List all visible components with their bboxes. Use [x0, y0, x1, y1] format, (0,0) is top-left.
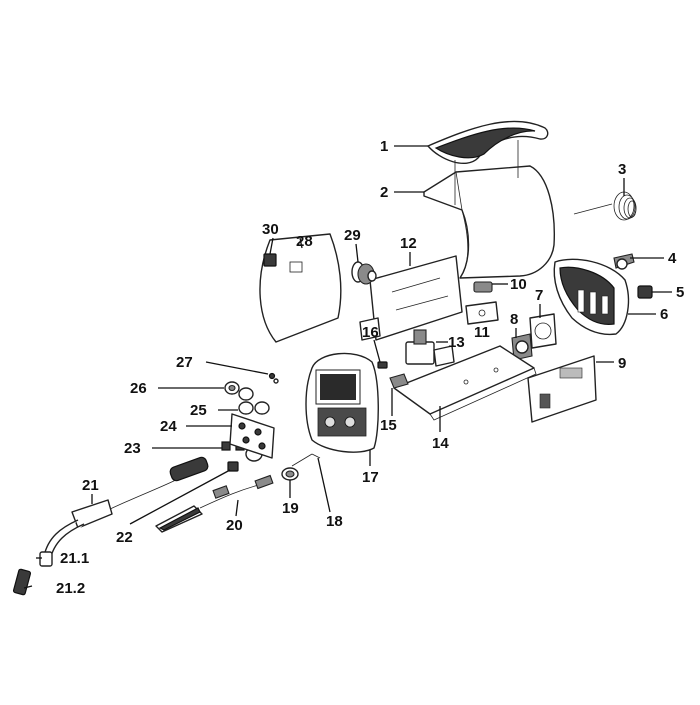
callout-3: 3	[618, 161, 626, 178]
part-screw	[377, 361, 388, 369]
callout-23: 23	[124, 440, 141, 457]
callout-19: 19	[282, 500, 299, 517]
part-gas-valve	[613, 253, 635, 270]
callout-4: 4	[668, 250, 677, 267]
part-spool-holder	[351, 261, 377, 285]
callout-26: 26	[130, 380, 147, 397]
callout-30: 30	[262, 221, 279, 238]
part-nozzle	[39, 551, 53, 567]
part-knobs-26	[224, 381, 254, 401]
callout-15: 15	[380, 417, 397, 434]
part-connector	[637, 285, 653, 299]
part-control-board	[465, 301, 499, 325]
callout-22: 22	[116, 529, 133, 546]
callout-24: 24	[160, 418, 177, 435]
part-handle	[427, 120, 549, 164]
part-side-panel	[259, 233, 342, 343]
callout-11: 11	[474, 324, 490, 341]
part-fan-gasket	[529, 313, 557, 349]
part-top-cover	[423, 140, 555, 279]
part-nut	[268, 372, 279, 384]
part-power-board	[527, 355, 597, 423]
part-gas-hose	[573, 191, 637, 221]
part-mig-torch	[43, 456, 209, 561]
callout-1: 1	[380, 138, 388, 155]
part-bracket-plate	[229, 413, 275, 459]
part-rear-panel	[553, 258, 630, 336]
callout-10: 10	[510, 276, 527, 293]
callout-5: 5	[676, 284, 684, 301]
part-latch	[263, 253, 277, 267]
part-fan	[511, 333, 533, 361]
callout-27: 27	[176, 354, 193, 371]
part-front-panel	[305, 352, 379, 453]
callout-20: 20	[226, 517, 243, 534]
part-contact-tip	[12, 568, 32, 596]
callout-13: 13	[448, 334, 465, 351]
part-base-plate	[393, 345, 537, 421]
callout-21-2: 21.2	[56, 580, 85, 597]
callout-29: 29	[344, 227, 361, 244]
callout-21: 21	[82, 477, 99, 494]
callout-12: 12	[400, 235, 417, 252]
part-main-board	[359, 255, 463, 341]
part-clip	[227, 461, 239, 472]
part-wire	[291, 453, 321, 467]
callout-2: 2	[380, 184, 388, 201]
callout-16: 16	[362, 324, 379, 341]
callout-9: 9	[618, 355, 626, 372]
callout-28: 28	[296, 233, 313, 250]
callout-17: 17	[362, 469, 379, 486]
callout-25: 25	[190, 402, 207, 419]
callout-labels: 1 2 3 4 5 6 7 8 9 10 11 12 13 14 15 16 1…	[56, 138, 684, 597]
part-knobs-25	[238, 401, 270, 415]
callout-6: 6	[660, 306, 668, 323]
part-switch	[473, 281, 493, 293]
callout-18: 18	[326, 513, 343, 530]
leader-lines	[23, 145, 672, 589]
part-transformer	[405, 329, 455, 367]
part-fitting	[281, 467, 299, 481]
part-ground-clamp	[155, 474, 274, 533]
callout-7: 7	[535, 287, 543, 304]
callout-8: 8	[510, 311, 518, 328]
callout-21-1: 21.1	[60, 550, 89, 567]
part-block	[389, 373, 409, 389]
callout-14: 14	[432, 435, 449, 452]
